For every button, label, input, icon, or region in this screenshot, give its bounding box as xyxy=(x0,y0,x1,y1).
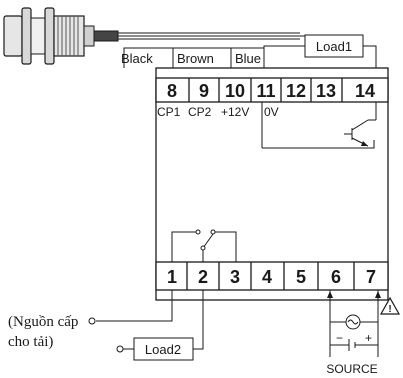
svg-text:!: ! xyxy=(388,304,391,315)
terminal-1: 1 xyxy=(167,267,177,287)
load2-wiring: (Nguồn cấp cho tải) Load2 xyxy=(8,290,204,361)
sensor-cable xyxy=(118,32,300,40)
source-wiring: − + SOURCE xyxy=(326,290,381,376)
terminal-13: 13 xyxy=(316,81,336,101)
terminal-2: 2 xyxy=(198,267,208,287)
function-12v: +12V xyxy=(221,105,249,119)
load1-wiring: Load1 xyxy=(263,34,377,68)
terminal-3: 3 xyxy=(230,267,240,287)
terminal-6: 6 xyxy=(331,267,341,287)
terminal-9: 9 xyxy=(199,81,209,101)
terminal-4: 4 xyxy=(262,267,272,287)
source-label: SOURCE xyxy=(326,362,377,376)
power-note-line1: (Nguồn cấp xyxy=(8,314,78,330)
terminal-7: 7 xyxy=(366,267,376,287)
transistor-output-symbol xyxy=(262,102,377,149)
load1-label: Load1 xyxy=(316,39,352,54)
function-0v: 0V xyxy=(264,105,279,119)
power-note-line2: cho tải) xyxy=(8,334,53,350)
terminal-11: 11 xyxy=(256,81,275,101)
wire-label-blue: Blue xyxy=(235,51,261,66)
warning-icon: ! xyxy=(379,296,401,315)
top-terminal-strip: 8 9 10 11 12 13 14 xyxy=(155,77,389,103)
terminal-5: 5 xyxy=(296,267,306,287)
source-minus: − xyxy=(336,331,343,345)
terminal-function-labels: CP1 CP2 +12V 0V xyxy=(157,102,279,148)
function-cp1: CP1 xyxy=(157,105,181,119)
controller-body xyxy=(155,67,389,301)
proximity-sensor xyxy=(3,7,119,65)
bottom-terminal-strip: 1 2 3 4 5 6 7 xyxy=(155,261,389,291)
terminal-10: 10 xyxy=(225,81,245,101)
wire-labels: Black Brown Blue xyxy=(121,47,264,68)
wire-label-brown: Brown xyxy=(177,51,214,66)
wire-label-black: Black xyxy=(121,51,153,66)
relay-contact-symbol xyxy=(171,229,237,262)
terminal-14: 14 xyxy=(355,81,375,101)
terminal-8: 8 xyxy=(167,81,177,101)
function-cp2: CP2 xyxy=(188,105,212,119)
terminal-12: 12 xyxy=(286,81,306,101)
load2-label: Load2 xyxy=(145,342,181,357)
source-plus: + xyxy=(365,331,372,345)
